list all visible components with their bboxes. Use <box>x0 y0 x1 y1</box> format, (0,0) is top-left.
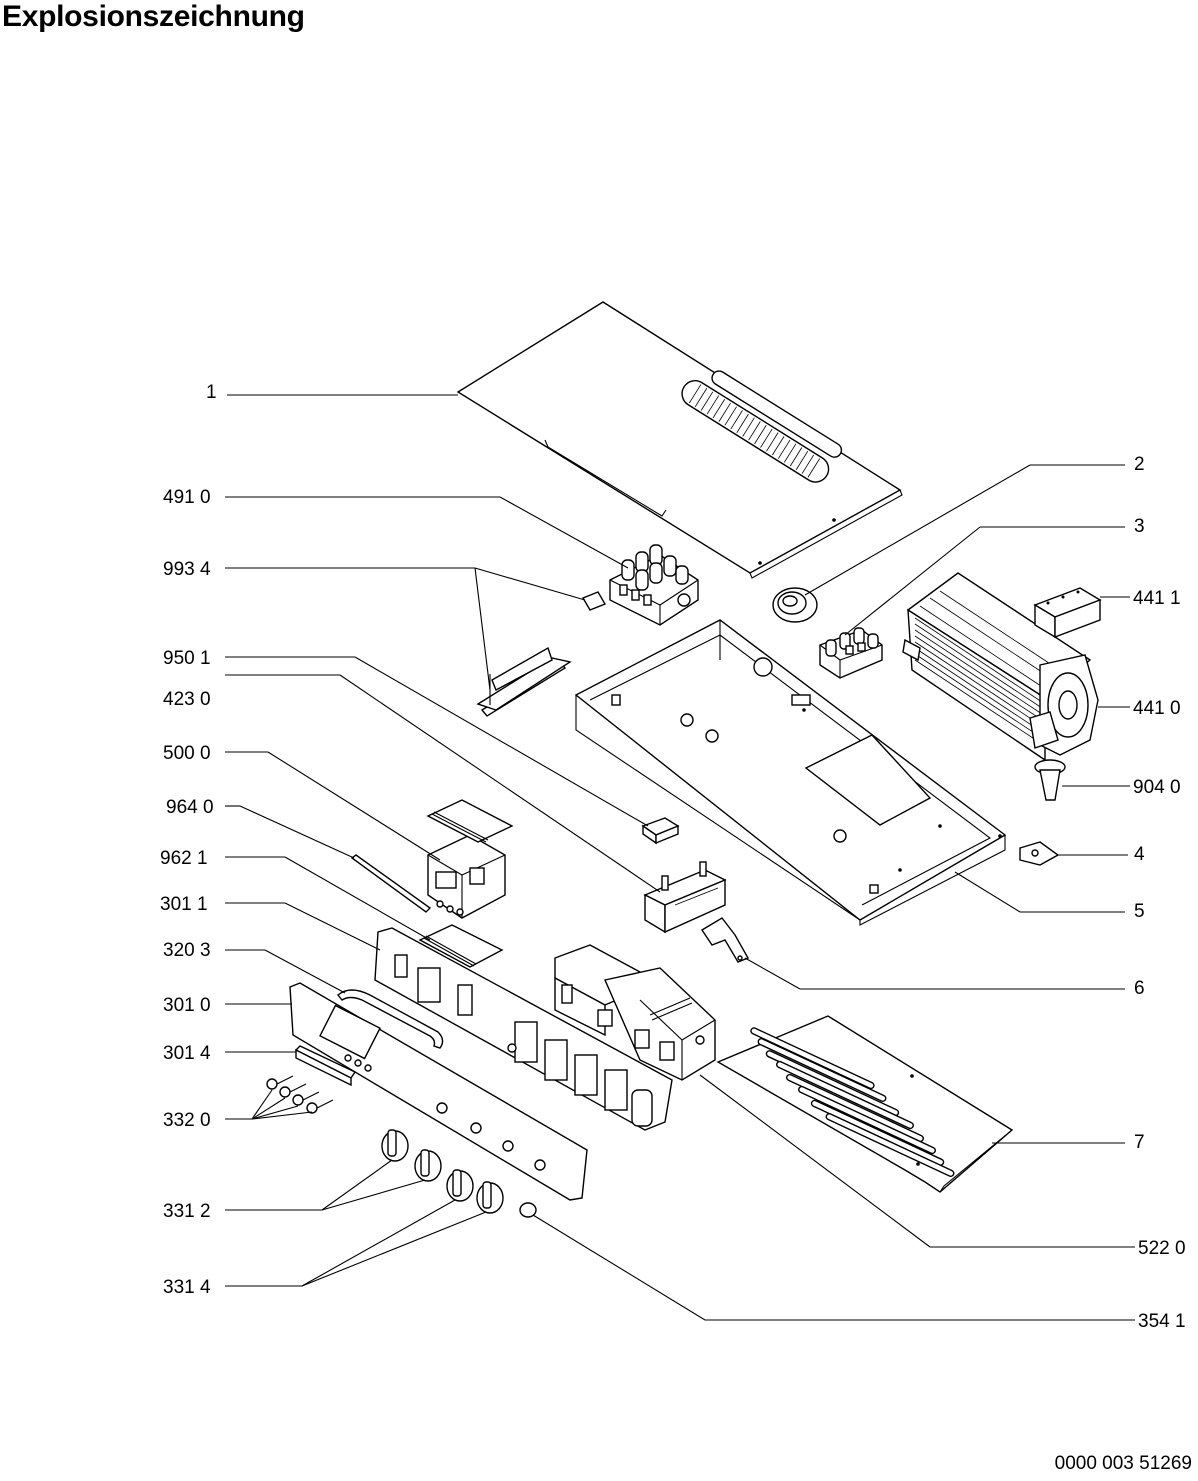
leader-423-0-b <box>339 674 661 893</box>
part-front-panel <box>289 982 588 1201</box>
knob-2 <box>414 1149 442 1182</box>
leader-2-b <box>804 464 1031 596</box>
knob-4 <box>476 1181 504 1214</box>
leader-332-0-c <box>251 1105 299 1120</box>
callout-964-0: 964 0 <box>166 797 214 818</box>
part-small-block <box>641 817 680 845</box>
callout-labels: 1 491 0 993 4 950 1 423 0 500 0 964 0 96… <box>160 382 1186 1332</box>
document-number: 0000 003 51269 <box>1054 1453 1192 1474</box>
callout-6: 6 <box>1134 978 1145 999</box>
leader-320-3-b <box>264 949 346 994</box>
callout-423-0: 423 0 <box>163 689 211 710</box>
callout-993-4: 993 4 <box>163 559 211 580</box>
callout-962-1: 962 1 <box>160 848 208 869</box>
callout-301-0: 301 0 <box>163 995 211 1016</box>
part-clip <box>1019 841 1060 866</box>
part-terminal-block-large <box>609 544 699 626</box>
part-vent-plate <box>716 1015 1014 1193</box>
part-button <box>519 1202 537 1218</box>
part-foil-upper <box>426 799 514 843</box>
part-bracket-bent <box>701 917 750 963</box>
callout-301-1: 301 1 <box>160 894 208 915</box>
knob-3 <box>446 1169 474 1202</box>
callout-491-0: 491 0 <box>163 487 211 508</box>
callout-904-0: 904 0 <box>1133 777 1181 798</box>
part-terminal-block-small <box>819 627 883 679</box>
knob-1 <box>381 1129 409 1162</box>
leader-993-4-b <box>474 567 491 691</box>
callout-1: 1 <box>206 382 217 403</box>
part-cover-plate <box>456 301 903 579</box>
part-foot <box>1034 759 1066 801</box>
callout-950-1: 950 1 <box>163 648 211 669</box>
part-panel-back <box>374 927 673 1131</box>
leader-6-b <box>744 957 801 990</box>
leader-331-4-b <box>301 1211 487 1287</box>
callout-2: 2 <box>1134 454 1145 475</box>
leader-331-2-a <box>321 1159 393 1211</box>
page-title: Explosionszeichnung <box>2 0 305 33</box>
part-knobs <box>381 1129 504 1214</box>
leader-354-1-b <box>532 1214 706 1321</box>
leader-332-0-d <box>251 1111 313 1120</box>
leader-301-1-b <box>284 902 381 951</box>
part-brackets <box>476 591 607 717</box>
callout-331-4: 331 4 <box>163 1277 211 1298</box>
part-relay-module <box>643 861 727 934</box>
part-housing-box <box>574 619 1007 926</box>
leader-332-0-b <box>251 1097 286 1120</box>
leader-950-1-b <box>354 656 649 827</box>
leader-964-0-b <box>239 805 355 859</box>
part-rod <box>350 854 432 913</box>
leader-522-0-b <box>699 1074 931 1248</box>
callout-522-0: 522 0 <box>1138 1238 1186 1259</box>
callout-354-1: 354 1 <box>1138 1311 1186 1332</box>
part-foil-lower <box>418 924 504 968</box>
callout-441-1: 441 1 <box>1133 588 1181 609</box>
part-crossflow-fan <box>902 572 1099 762</box>
part-transformer <box>427 834 506 919</box>
leader-5-b <box>954 871 1021 913</box>
part-cable-gland <box>772 587 818 623</box>
part-capacitor <box>1033 587 1102 639</box>
leader-lines <box>225 394 1135 1321</box>
leader-491-0-b <box>499 496 629 569</box>
part-handle <box>337 989 444 1049</box>
callout-301-4: 301 4 <box>163 1043 211 1064</box>
callout-332-0: 332 0 <box>163 1110 211 1131</box>
leader-331-4-a <box>301 1199 456 1287</box>
callout-331-2: 331 2 <box>163 1201 211 1222</box>
leader-962-1-b <box>284 856 431 941</box>
callout-5: 5 <box>1134 901 1145 922</box>
leader-993-4-c <box>474 567 586 601</box>
leader-3-b <box>844 526 981 636</box>
part-switch-assembly <box>554 944 716 1081</box>
leader-332-0-a <box>251 1089 273 1120</box>
leader-331-2-b <box>321 1179 426 1211</box>
callout-500-0: 500 0 <box>163 743 211 764</box>
leader-500-0-b <box>267 751 441 861</box>
callout-441-0: 441 0 <box>1133 698 1181 719</box>
callout-320-3: 320 3 <box>163 940 211 961</box>
callout-3: 3 <box>1134 516 1145 537</box>
part-display-window <box>294 1045 357 1087</box>
callout-7: 7 <box>1134 1132 1145 1153</box>
part-screws <box>266 1075 334 1114</box>
callout-4: 4 <box>1134 844 1145 865</box>
